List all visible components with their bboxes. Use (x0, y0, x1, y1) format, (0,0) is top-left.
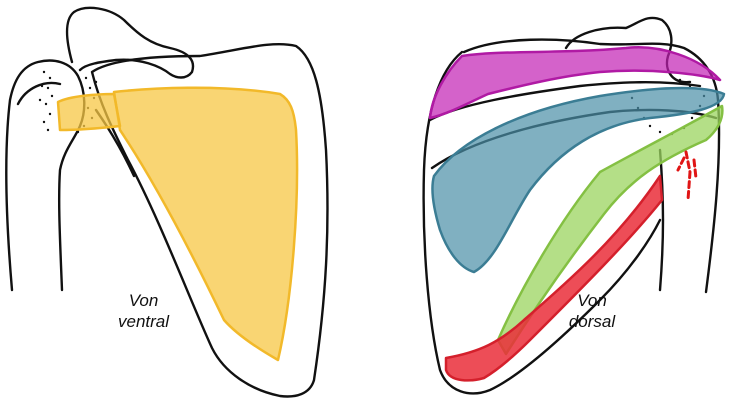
ventral-humerus-outline (6, 61, 84, 290)
ventral-yellow-tendon (58, 94, 120, 130)
dorsal-red-arrow-icon (678, 152, 696, 200)
ventral-humerus-inner-line (18, 83, 60, 104)
dorsal-caption-line1: Von (556, 290, 628, 311)
ventral-coracoid-outline (67, 8, 193, 78)
dorsal-caption: Von dorsal (556, 290, 628, 332)
ventral-caption-line2: ventral (96, 311, 191, 332)
dorsal-caption-line2: dorsal (556, 311, 628, 332)
dorsal-view (424, 18, 724, 394)
ventral-view (6, 8, 327, 397)
ventral-caption: Von ventral (96, 290, 191, 332)
ventral-caption-line1: Von (96, 290, 191, 311)
